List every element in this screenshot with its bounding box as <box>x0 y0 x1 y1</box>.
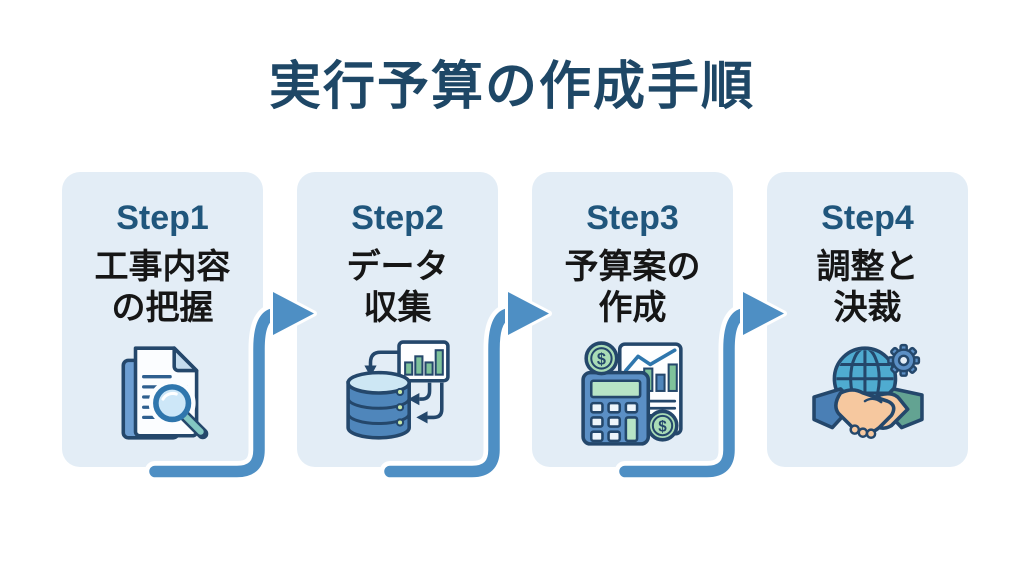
step-number: Step1 <box>116 199 209 237</box>
page-title: 実行予算の作成手順 <box>268 58 755 116</box>
database-chart-icon <box>342 338 454 450</box>
step-number: Step3 <box>586 199 679 237</box>
step-title-line2: 収集 <box>363 288 432 327</box>
coin-dollar-glyph: $ <box>658 419 667 436</box>
step-number: Step2 <box>351 199 444 237</box>
calculator-budget-icon: $ $ <box>577 338 689 450</box>
step-title-line1: 予算案の <box>564 247 701 286</box>
step-title: 調整と 決裁 <box>817 247 919 329</box>
step-number: Step4 <box>821 199 914 237</box>
step-title: 予算案の 作成 <box>565 247 701 329</box>
step-title-line2: 作成 <box>598 288 667 327</box>
step-title: 工事内容 の把握 <box>95 247 231 329</box>
step-title-line1: 工事内容 <box>94 247 231 286</box>
step-card-2: Step2 データ 収集 <box>297 172 498 467</box>
step-card-4: Step4 調整と 決裁 <box>767 172 968 467</box>
step-title-line1: 調整と <box>816 247 919 286</box>
step-title: データ 収集 <box>347 247 449 329</box>
step-card-3: Step3 予算案の 作成 <box>532 172 733 467</box>
handshake-globe-icon <box>811 338 924 450</box>
documents-magnifier-icon <box>107 338 219 450</box>
step-title-line2: の把握 <box>111 288 214 327</box>
step-title-line1: データ <box>346 247 449 286</box>
coin-dollar-glyph: $ <box>596 351 605 369</box>
step-card-1: Step1 工事内容 の把握 <box>62 172 263 467</box>
step-title-line2: 決裁 <box>833 288 902 327</box>
